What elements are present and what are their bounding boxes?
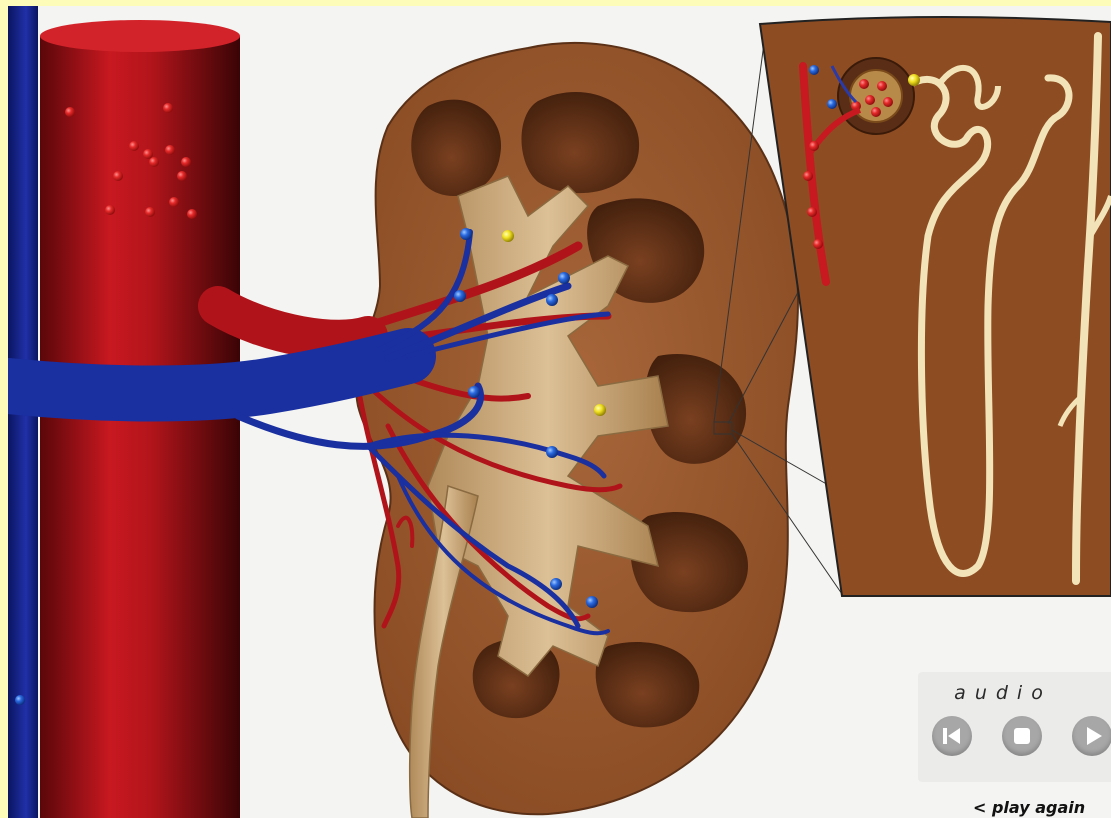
audio-panel: audio [918,672,1111,782]
play-button[interactable] [1072,716,1111,756]
stop-icon [1002,716,1042,756]
rewind-icon [932,716,972,756]
stop-button[interactable] [1002,716,1042,756]
play-icon [1072,716,1111,756]
play-again-link[interactable]: < play again [973,798,1085,817]
nephron-inset [760,17,1111,596]
animation-stage: audio < play again [8,6,1111,818]
rewind-button[interactable] [932,716,972,756]
audio-label: audio [918,682,1088,704]
